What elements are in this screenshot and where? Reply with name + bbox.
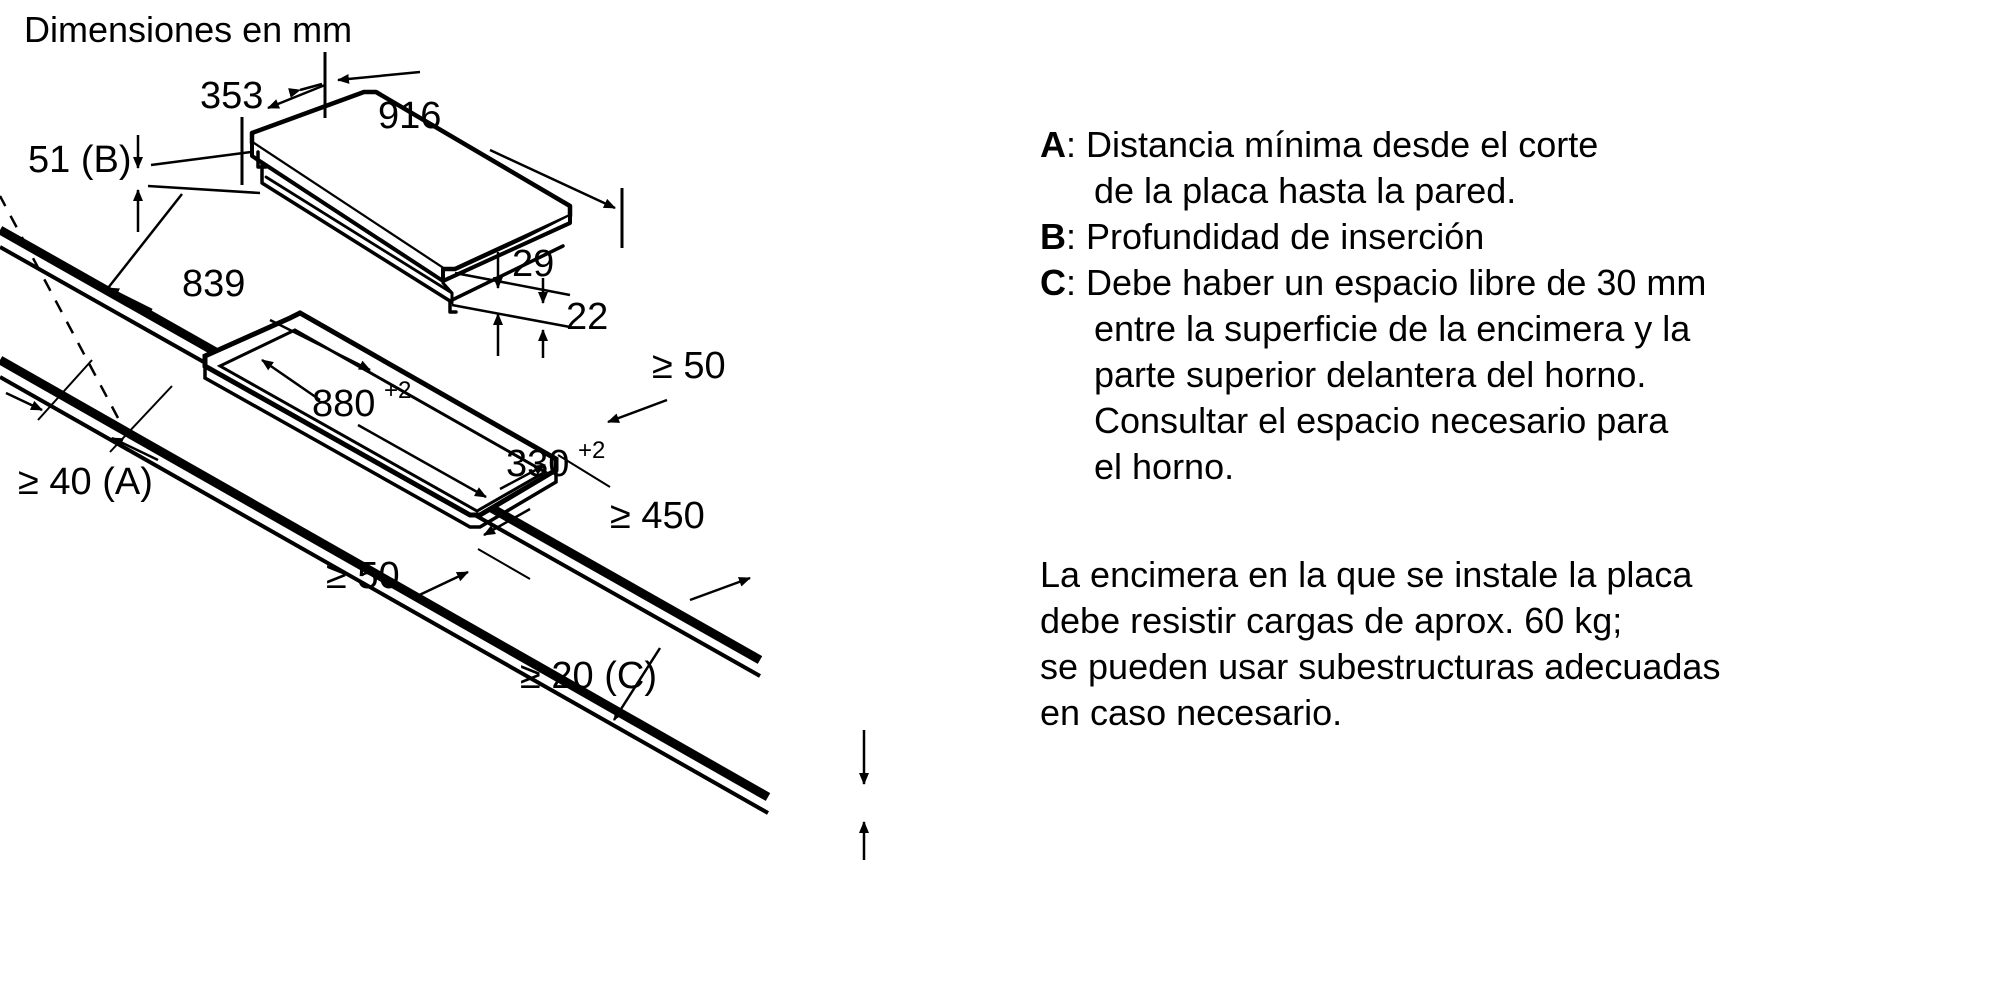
dimension-label-880-tolerance: +2 bbox=[384, 377, 411, 404]
dim-line-353-right bbox=[288, 82, 323, 98]
dimension-label-353: 353 bbox=[200, 75, 263, 117]
ext-line-29-top bbox=[454, 271, 571, 297]
legend-sep-c: : bbox=[1066, 262, 1087, 303]
dim-line-353-left bbox=[267, 83, 326, 110]
countertop-cutout-depth-face bbox=[203, 366, 558, 529]
dimension-label-29: 29 bbox=[512, 243, 554, 285]
ext-line-29-bottom bbox=[451, 303, 571, 329]
ext-line-330-b bbox=[477, 548, 531, 580]
leader-ge50-lower bbox=[412, 570, 469, 600]
ext-line-51-upper bbox=[150, 150, 252, 167]
dimension-label-330-tolerance: +2 bbox=[578, 437, 605, 464]
dimension-ge40A bbox=[5, 359, 173, 462]
dimension-ge50-upper bbox=[607, 398, 668, 424]
dimension-label-ge450: ≥ 450 bbox=[610, 495, 705, 537]
cooktop-corner-notch bbox=[441, 281, 454, 305]
dimension-353 bbox=[240, 52, 327, 185]
dimension-ge50-lower bbox=[412, 570, 469, 600]
dim-line-330-up bbox=[499, 463, 546, 491]
dimension-label-839: 839 bbox=[182, 263, 245, 305]
legend-text-c-line4: Consultar el espacio necesario para bbox=[1094, 400, 1669, 441]
dimension-51B bbox=[133, 135, 261, 232]
leader-ge50-upper bbox=[607, 398, 668, 424]
dim-line-916-right bbox=[489, 148, 616, 210]
legend-sep-a: : bbox=[1066, 124, 1087, 165]
cooktop-lower-body bbox=[260, 163, 565, 303]
dimension-839 bbox=[0, 193, 371, 419]
dimension-label-ge20C: ≥ 20 (C) bbox=[520, 655, 657, 697]
legend-text-a-line1: Distancia mínima desde el corte bbox=[1086, 124, 1599, 165]
dim-line-330-down bbox=[483, 507, 531, 537]
note-line-4: en caso necesario. bbox=[1040, 692, 1343, 733]
legend-block: A: Distancia mínima desde el corte de la… bbox=[1040, 122, 1980, 490]
legend-text-c-line2: entre la superficie de la encimera y la bbox=[1094, 308, 1691, 349]
legend-item-a: A: Distancia mínima desde el corte bbox=[1040, 122, 1980, 168]
dimension-880 bbox=[261, 358, 487, 499]
dimension-label-51B: 51 (B) bbox=[28, 139, 131, 181]
dimension-ge450 bbox=[612, 576, 751, 721]
dimension-label-916: 916 bbox=[378, 95, 441, 137]
page-title: Dimensiones en mm bbox=[24, 9, 353, 50]
dim-line-916-left bbox=[337, 70, 421, 84]
dimension-label-22: 22 bbox=[566, 296, 608, 338]
dimension-label-880: 880 bbox=[312, 383, 375, 425]
legend-sep-b: : bbox=[1066, 216, 1087, 257]
ext-line-ge40-b bbox=[109, 385, 173, 453]
legend-item-b: B: Profundidad de inserción bbox=[1040, 214, 1980, 260]
countertop-cutout-inner bbox=[216, 328, 549, 513]
legend-text-b-line1: Profundidad de inserción bbox=[1086, 216, 1485, 257]
note-line-2: debe resistir cargas de aprox. 60 kg; bbox=[1040, 600, 1623, 641]
cooktop-installation-drawing: 353 916 51 (B) 839 bbox=[0, 52, 869, 860]
cooktop-lower-body-inner bbox=[264, 175, 454, 295]
ext-line-839-left bbox=[107, 193, 183, 289]
ext-line-51-lower bbox=[147, 184, 261, 195]
dimension-29 bbox=[451, 252, 571, 356]
dim-line-880-left bbox=[261, 358, 321, 402]
dimension-label-330: 330 bbox=[506, 443, 569, 485]
legend-text-c-line1: Debe haber un espacio libre de 30 mm bbox=[1086, 262, 1707, 303]
note-line-3: se pueden usar subestructuras adecuadas bbox=[1040, 646, 1721, 687]
legend-key-a: A bbox=[1040, 124, 1066, 165]
countertop-slab bbox=[0, 226, 771, 815]
countertop-front-edge-bottom bbox=[0, 375, 769, 815]
legend-key-b: B bbox=[1040, 216, 1066, 257]
legend-text-c-line5: el horno. bbox=[1094, 446, 1235, 487]
cooktop-lower-body-shelf bbox=[256, 150, 268, 169]
dimension-label-ge50-upper: ≥ 50 bbox=[652, 345, 726, 387]
legend-item-c: C: Debe haber un espacio libre de 30 mm bbox=[1040, 260, 1980, 306]
leader-839-right bbox=[269, 318, 371, 372]
dashed-center-839 bbox=[0, 195, 120, 419]
note-block: La encimera en la que se instale la plac… bbox=[1040, 552, 1980, 736]
legend-text-c-line3: parte superior delantera del horno. bbox=[1094, 354, 1647, 395]
dimension-label-ge40A: ≥ 40 (A) bbox=[18, 461, 153, 503]
dimension-330 bbox=[477, 454, 611, 580]
leader-839-left bbox=[107, 286, 153, 312]
dim-line-880-right bbox=[357, 423, 487, 499]
dimension-916 bbox=[337, 70, 624, 248]
ext-line-ge40-a bbox=[37, 359, 93, 421]
cooktop-right-edge-face bbox=[441, 214, 572, 283]
ext-line-330-a bbox=[557, 454, 611, 488]
dimension-label-ge50-lower: ≥ 50 bbox=[326, 555, 400, 597]
dim-arrow-ge450-down bbox=[612, 647, 662, 721]
cooktop-lower-body-bottom bbox=[448, 299, 458, 314]
cooktop-body bbox=[249, 89, 573, 314]
cooktop-left-edge-face bbox=[250, 141, 445, 283]
legend-text-a-line2: de la placa hasta la pared. bbox=[1094, 170, 1517, 211]
dim-arrow-ge40-left bbox=[5, 391, 43, 412]
note-line-1: La encimera en la que se instale la plac… bbox=[1040, 554, 1693, 595]
dim-arrow-ge450-up bbox=[689, 576, 751, 602]
legend-key-c: C bbox=[1040, 262, 1066, 303]
